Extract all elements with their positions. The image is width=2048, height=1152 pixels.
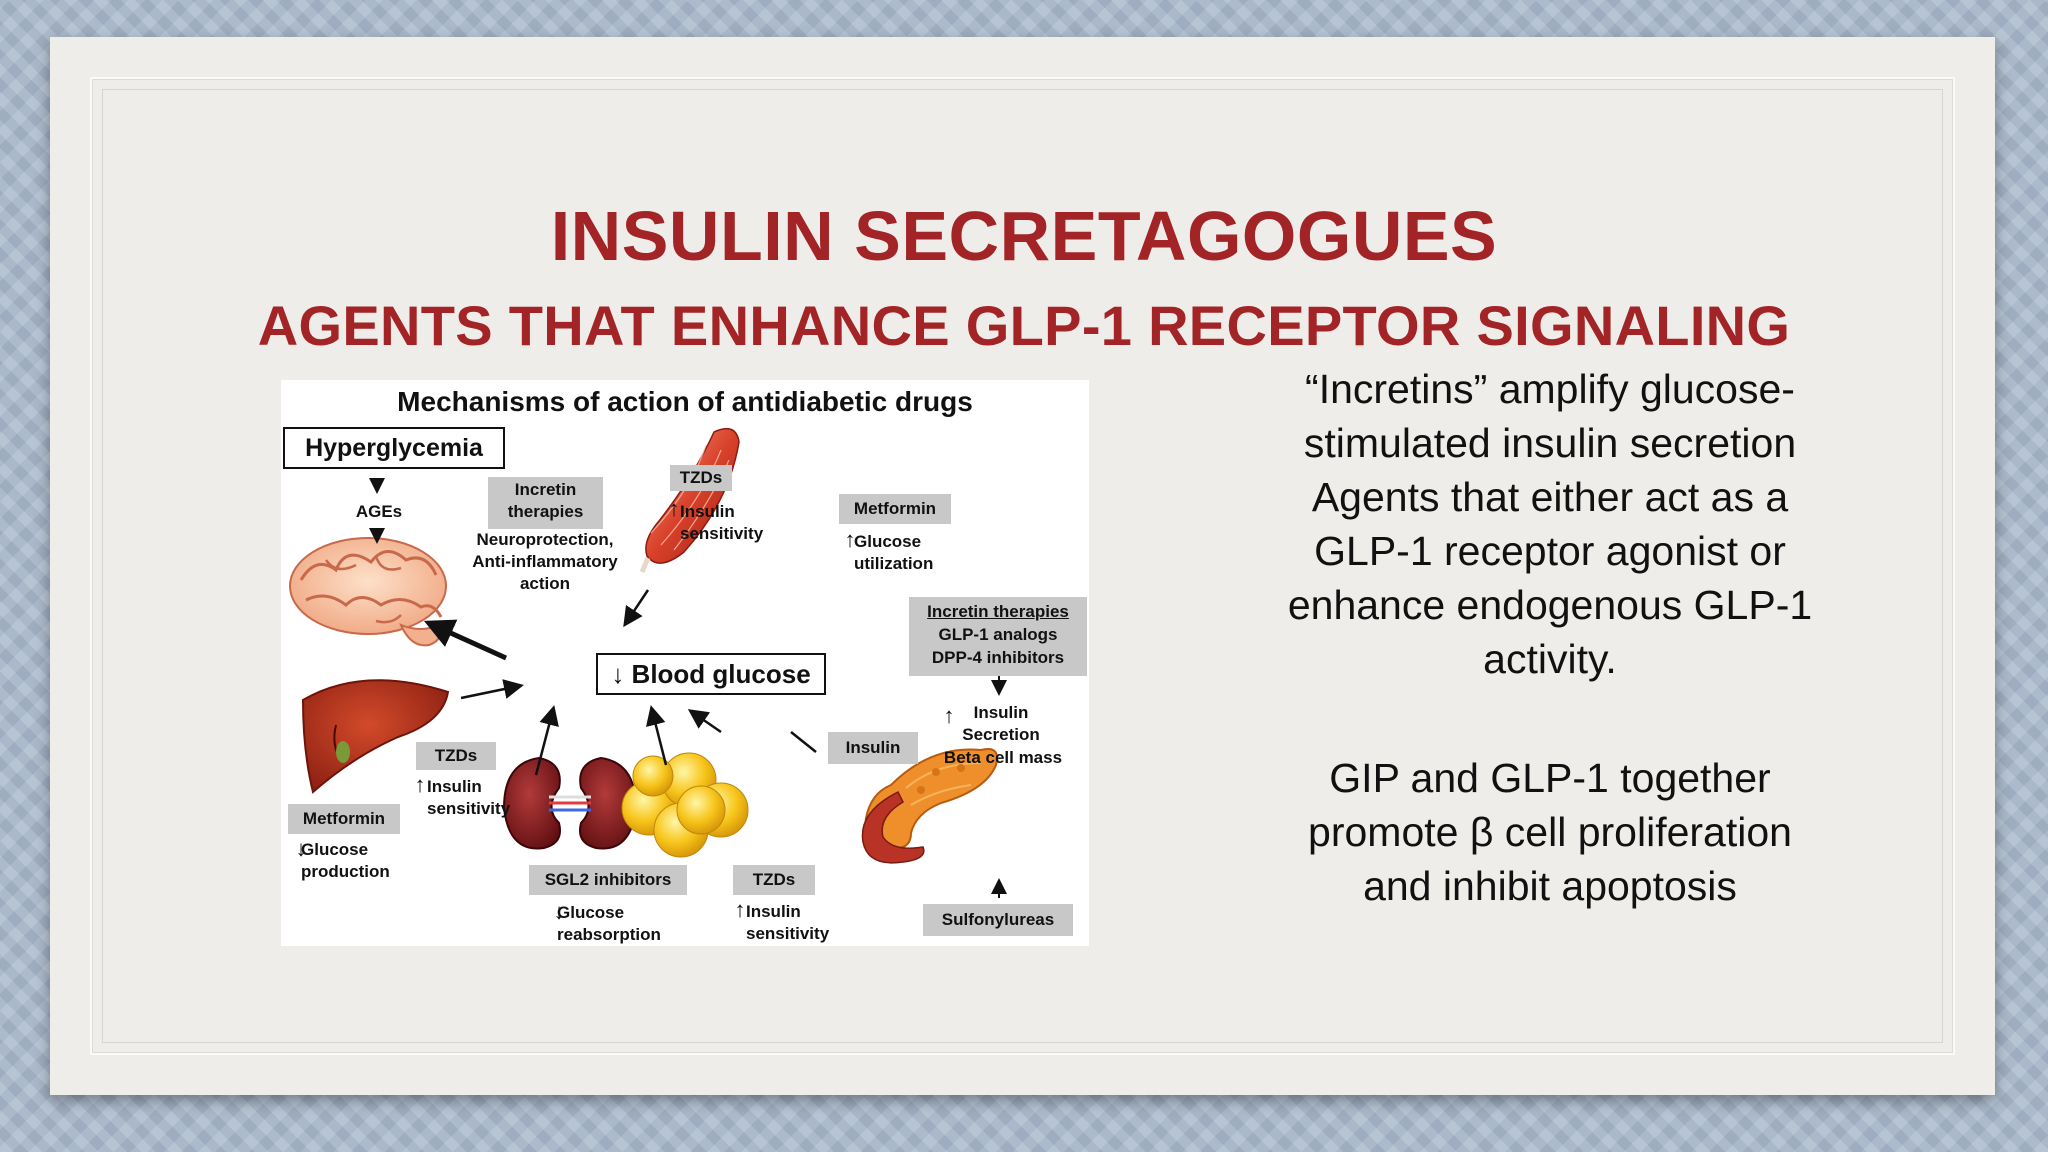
insulin-box: Insulin: [828, 732, 918, 764]
kidneys-illustration: [502, 756, 638, 850]
insulin-label-1: Insulin: [973, 703, 1029, 722]
incretin-therapies-box: Incretin therapies: [488, 477, 603, 529]
diagram-arrows: [369, 478, 1007, 898]
incretin-pancreas-box: Incretin therapies GLP-1 analogs DPP-4 i…: [909, 597, 1087, 676]
sgl2-box: SGL2 inhibitors: [529, 865, 687, 895]
down-arrow-icon: ↓: [295, 836, 307, 861]
ages-label: AGEs: [355, 502, 403, 521]
up-arrow-icon: ↑: [668, 496, 680, 521]
up-arrow-icon: ↑: [734, 897, 746, 922]
diagram-illustrations: [289, 427, 1007, 898]
incretin-pancreas-line3: DPP-4 inhibitors: [931, 648, 1065, 667]
down-arrow-icon: ↓: [553, 899, 565, 924]
incretin-effect-label: Neuroprotection, Anti-inflammatory actio…: [472, 530, 618, 593]
fat-cells-illustration: [621, 752, 749, 858]
tzd-liver-box: TZDs: [416, 742, 496, 770]
tzd-liver-effect: Insulin sensitivity: [427, 777, 511, 818]
up-arrow-icon: ↑: [414, 772, 426, 797]
incretin-pancreas-line2: GLP-1 analogs: [938, 625, 1058, 644]
sulfonylureas-box: Sulfonylureas: [923, 904, 1073, 936]
blood-glucose-label: Blood glucose: [631, 659, 811, 689]
slide-frame-inner: [102, 89, 1943, 1043]
metformin-liver-box: Metformin: [288, 804, 400, 834]
brain-illustration: [289, 537, 447, 647]
tzd-fat-effect: Insulin sensitivity: [746, 902, 830, 943]
blood-glucose-box: ↓ Blood glucose: [596, 653, 826, 695]
pancreas-illustration: [861, 748, 998, 864]
metformin-liver-effect: Glucose production: [301, 840, 390, 881]
sgl2-effect: Glucose reabsorption: [557, 903, 661, 944]
gip-glp1-paragraph: GIP and GLP-1 together promote β cell pr…: [1308, 755, 1792, 909]
secretion-label: Secretion: [962, 725, 1040, 744]
slide-title: INSULIN SECRETAGOGUES: [550, 197, 1498, 275]
incretins-paragraph: “Incretins” amplify glucose-stimulated i…: [1287, 366, 1813, 682]
up-arrow-icon: ↑: [943, 703, 955, 728]
incretin-pancreas-title: Incretin therapies: [927, 602, 1069, 621]
up-arrow-icon: ↑: [844, 527, 856, 552]
muscle-illustration: [639, 427, 740, 573]
slide-subtitle: AGENTS THAT ENHANCE GLP-1 RECEPTOR SIGNA…: [257, 294, 1791, 357]
metformin-muscle-box: Metformin: [839, 494, 951, 524]
tzd-muscle-box: TZDs: [670, 465, 732, 491]
tzd-muscle-effect: Insulin sensitivity: [680, 502, 764, 543]
slide-frame-outer: [90, 77, 1955, 1055]
metformin-muscle-effect: Glucose utilization: [854, 532, 934, 573]
tzd-fat-box: TZDs: [733, 865, 815, 895]
beta-cell-mass-label: Beta cell mass: [943, 748, 1063, 767]
mechanisms-diagram: Mechanisms of action of antidiabetic dru…: [281, 380, 1089, 946]
liver-illustration: [301, 679, 450, 794]
diagram-title: Mechanisms of action of antidiabetic dru…: [397, 386, 973, 417]
down-arrow-icon: ↓: [611, 659, 625, 689]
hyperglycemia-box: Hyperglycemia: [283, 427, 505, 469]
